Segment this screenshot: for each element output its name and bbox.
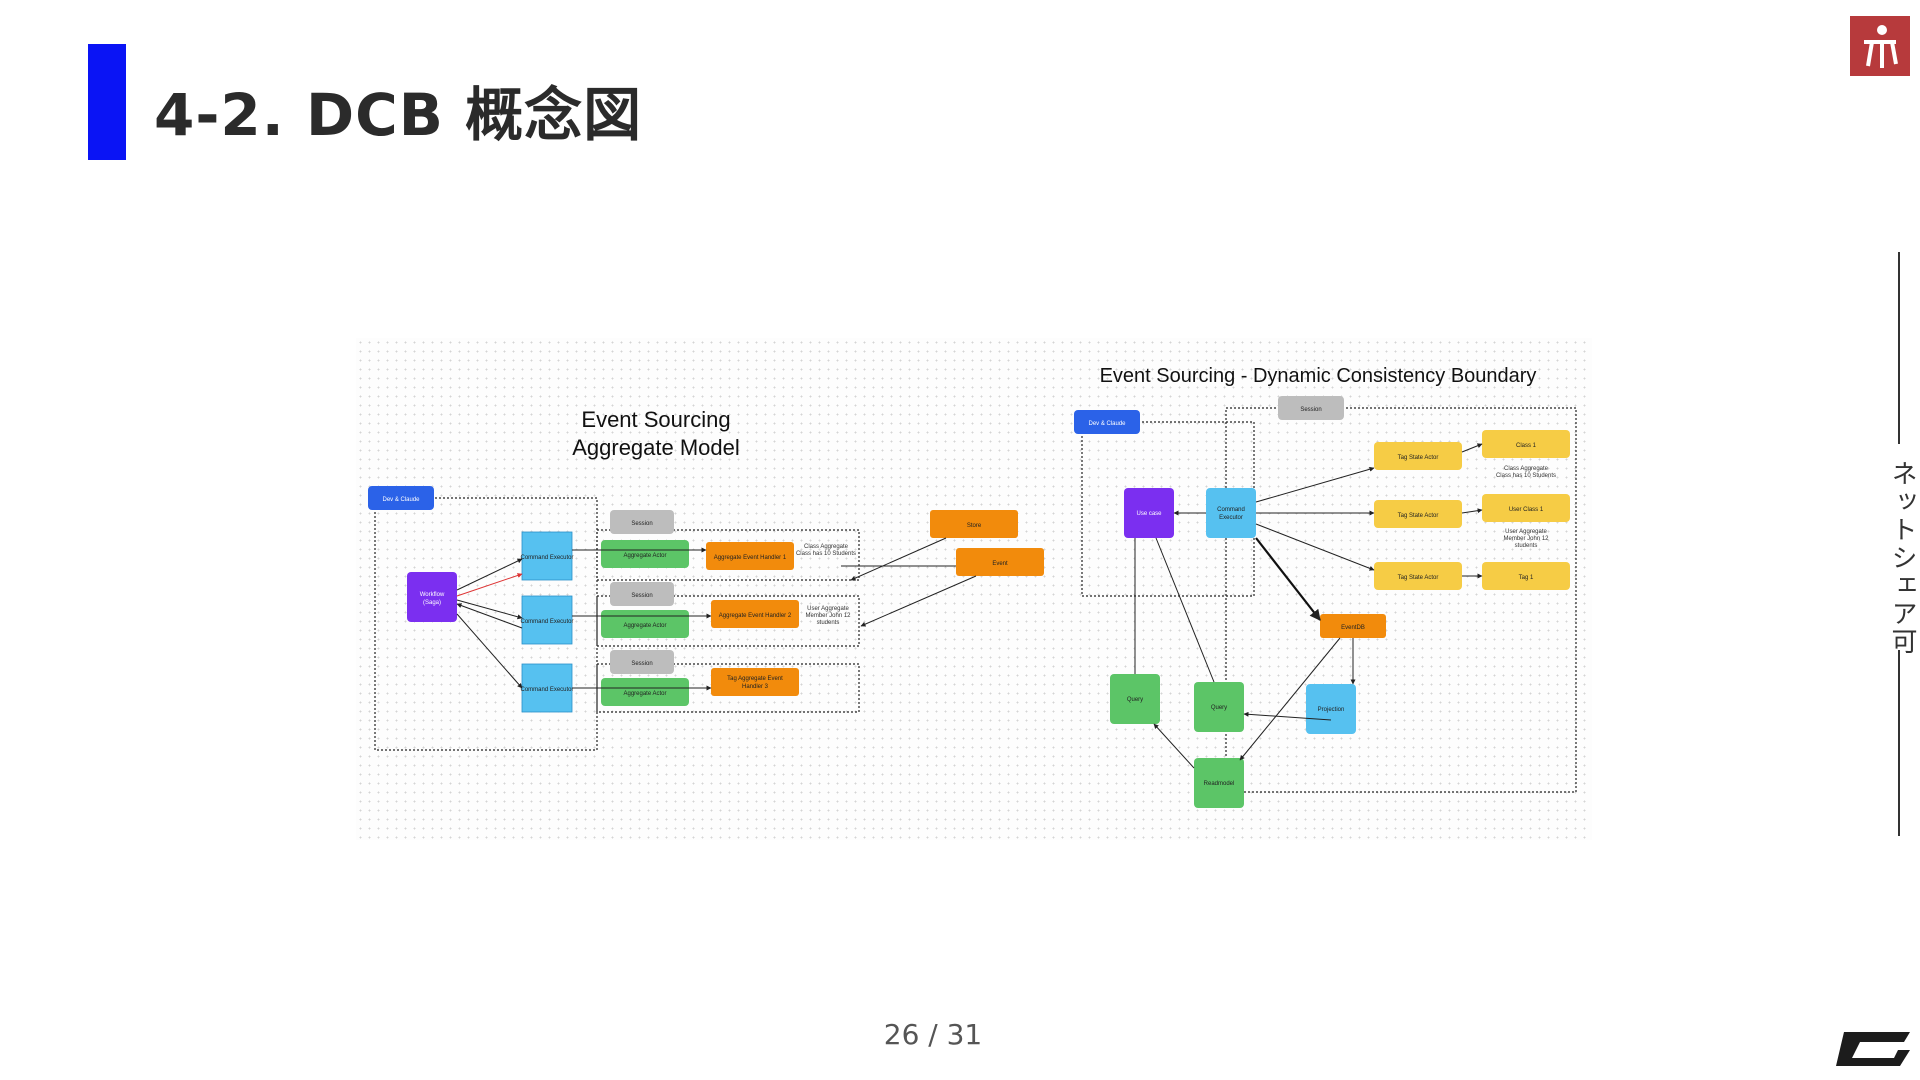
svg-text:Aggregate Actor: Aggregate Actor	[623, 691, 666, 697]
svg-text:Handler 3: Handler 3	[742, 684, 769, 690]
svg-text:Command Executor: Command Executor	[520, 555, 573, 561]
side-divider-bottom	[1898, 650, 1900, 836]
left-session-1: Session	[610, 510, 674, 534]
left-command-executor-2: Command Executor	[520, 595, 574, 645]
left-event-handler-1: Aggregate Event Handler 1	[706, 542, 794, 570]
right-tag-state-actor-2: Tag State Actor	[1374, 500, 1462, 528]
svg-text:(Saga): (Saga)	[423, 600, 441, 606]
left-event-handler-3: Tag Aggregate Event Handler 3	[711, 668, 799, 696]
right-tag1-node: Tag 1	[1482, 562, 1570, 590]
svg-text:Command Executor: Command Executor	[520, 687, 573, 693]
right-tag-state-actor-1: Tag State Actor	[1374, 442, 1462, 470]
svg-text:Tag Aggregate Event: Tag Aggregate Event	[727, 676, 783, 682]
right-query-node-2: Query	[1194, 682, 1244, 732]
side-divider-top	[1898, 252, 1900, 444]
svg-text:Session: Session	[1300, 407, 1321, 413]
svg-text:Aggregate Event Handler 1: Aggregate Event Handler 1	[714, 555, 787, 561]
company-logo-icon	[1850, 16, 1910, 76]
right-dev-boundary	[1081, 421, 1255, 597]
left-edges	[456, 537, 977, 691]
right-tag-state-actor-3: Tag State Actor	[1374, 562, 1462, 590]
right-note-class-line1: Class Aggregate	[1504, 466, 1549, 472]
right-note-class-line2: Class has 10 Students	[1496, 473, 1556, 479]
right-projection-node: Projection	[1306, 684, 1356, 734]
right-dev-claude-node: Dev & Claude	[1074, 410, 1140, 434]
left-dev-claude-node: Dev & Claude	[368, 486, 434, 510]
left-note-2-line3: students	[817, 620, 840, 626]
left-workflow-node: Workflow (Saga)	[407, 572, 457, 622]
svg-text:Workflow: Workflow	[420, 592, 445, 598]
left-red-edge	[456, 573, 523, 597]
svg-text:Session: Session	[631, 661, 652, 667]
right-user-class1-node: User Class 1	[1482, 494, 1570, 522]
svg-text:Executor: Executor	[1219, 515, 1243, 521]
left-aggregate-actor-2: Aggregate Actor	[601, 610, 689, 638]
page-title: 4-2. DCB 概念図	[154, 81, 643, 149]
svg-text:EventDB: EventDB	[1341, 625, 1365, 631]
left-session-2: Session	[610, 582, 674, 606]
title-accent-bar	[88, 44, 126, 160]
left-aggregate-actor-3: Aggregate Actor	[601, 678, 689, 706]
svg-text:Query: Query	[1211, 705, 1227, 711]
svg-text:Tag State Actor: Tag State Actor	[1398, 513, 1439, 519]
left-note-1-line2: Class has 10 Students	[796, 551, 856, 557]
left-command-executor-1: Command Executor	[520, 531, 574, 581]
svg-text:Store: Store	[967, 523, 982, 529]
right-query-node-1: Query	[1110, 674, 1160, 724]
right-note-user-line1: User Aggregate	[1505, 529, 1547, 535]
left-note-2-line2: Member John 12	[805, 613, 851, 619]
svg-text:Readmodel: Readmodel	[1204, 781, 1235, 787]
svg-text:Dev & Claude: Dev & Claude	[1088, 421, 1126, 427]
left-heading-line2: Aggregate Model	[572, 435, 740, 460]
left-command-executor-3: Command Executor	[520, 663, 574, 713]
svg-text:Event: Event	[992, 561, 1008, 567]
right-class1-node: Class 1	[1482, 430, 1570, 458]
svg-text:Class 1: Class 1	[1516, 443, 1537, 449]
right-heading: Event Sourcing - Dynamic Consistency Bou…	[1100, 365, 1537, 387]
brand-mark-icon	[1836, 1032, 1910, 1066]
left-session-3: Session	[610, 650, 674, 674]
right-note-user-line2: Member John 12	[1503, 536, 1549, 542]
svg-text:Projection: Projection	[1318, 707, 1345, 713]
right-event-db-node: EventDB	[1320, 614, 1386, 638]
svg-text:Tag State Actor: Tag State Actor	[1398, 575, 1439, 581]
left-event-node: Event	[956, 548, 1044, 576]
right-read-model-node: Readmodel	[1194, 758, 1244, 808]
left-note-1-line1: Class Aggregate	[804, 544, 849, 550]
svg-text:Command Executor: Command Executor	[520, 619, 573, 625]
left-heading-line1: Event Sourcing	[581, 407, 730, 432]
svg-text:Command: Command	[1217, 507, 1245, 513]
right-use-case-node: Use case	[1124, 488, 1174, 538]
left-aggregate-actor-1: Aggregate Actor	[601, 540, 689, 568]
right-note-user-line3: students	[1515, 543, 1538, 549]
svg-text:User Class 1: User Class 1	[1509, 507, 1544, 513]
left-event-handler-2: Aggregate Event Handler 2	[711, 600, 799, 628]
left-note-2-line1: User Aggregate	[807, 606, 849, 612]
svg-text:Aggregate Event Handler 2: Aggregate Event Handler 2	[719, 613, 792, 619]
svg-text:Use case: Use case	[1136, 511, 1162, 517]
right-command-executor-node: Command Executor	[1206, 488, 1256, 538]
svg-text:Tag 1: Tag 1	[1519, 575, 1534, 581]
dcb-concept-diagram: Event Sourcing Aggregate Model Dev & Cla…	[356, 338, 1592, 840]
left-store-node: Store	[930, 510, 1018, 538]
right-session-node: Session	[1278, 396, 1344, 420]
svg-text:Session: Session	[631, 593, 652, 599]
share-notice: ネットシェア可	[1887, 460, 1917, 656]
svg-text:Aggregate Actor: Aggregate Actor	[623, 623, 666, 629]
page-number: 26 / 31	[883, 1018, 983, 1051]
right-consistency-boundary	[1225, 407, 1577, 793]
right-edges	[1134, 443, 1483, 769]
svg-text:Query: Query	[1127, 697, 1143, 703]
svg-text:Tag State Actor: Tag State Actor	[1398, 455, 1439, 461]
svg-text:Dev & Claude: Dev & Claude	[382, 497, 420, 503]
svg-text:Aggregate Actor: Aggregate Actor	[623, 553, 666, 559]
right-thick-edge	[1255, 537, 1321, 621]
svg-text:Session: Session	[631, 521, 652, 527]
